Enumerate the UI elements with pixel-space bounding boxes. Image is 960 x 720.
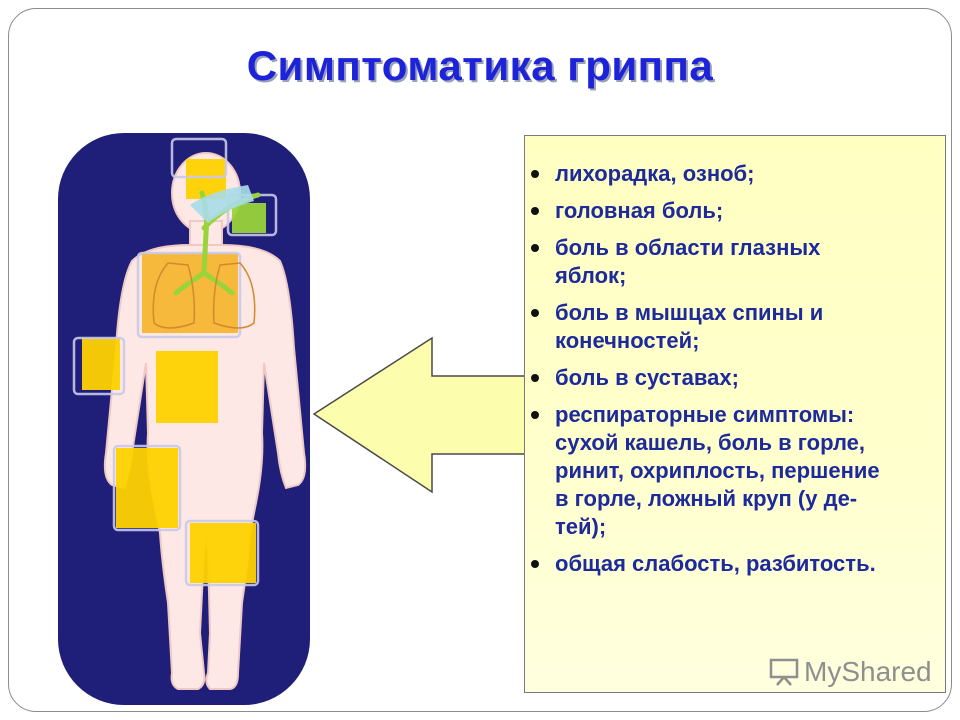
list-item: боль в области глазных яблок;: [525, 234, 945, 290]
bullet-icon: [531, 411, 539, 419]
symptom-text: боль в области глазных яблок;: [555, 235, 821, 288]
symptom-text: головная боль;: [555, 198, 724, 223]
watermark: MyShared: [768, 654, 932, 690]
bullet-icon: [531, 309, 539, 317]
symptoms-panel: лихорадка, озноб; головная боль; боль в …: [524, 135, 946, 693]
list-item: лихорадка, озноб;: [525, 160, 945, 188]
symptom-text: общая слабость, разбитость.: [555, 551, 876, 576]
pointer-arrow: [310, 336, 530, 494]
symptom-text: боль в мышцах спины и конечностей;: [555, 300, 824, 353]
presentation-board-icon: [769, 658, 799, 686]
bullet-icon: [531, 207, 539, 215]
watermark-text: MyShared: [804, 656, 932, 687]
list-item: общая слабость, разбитость.: [525, 550, 945, 578]
bullet-icon: [531, 244, 539, 252]
slide-title: Симптоматика гриппа: [246, 42, 714, 89]
bullet-icon: [531, 374, 539, 382]
human-body-diagram: [58, 133, 310, 705]
bullet-icon: [531, 170, 539, 178]
list-item: боль в суставах;: [525, 364, 945, 392]
list-item: головная боль;: [525, 197, 945, 225]
symptom-text: респираторные симптомы: сухой кашель, бо…: [555, 402, 880, 539]
human-body-icon: [58, 133, 310, 705]
left-arrow-icon: [312, 336, 529, 494]
list-item: респираторные симптомы: сухой кашель, бо…: [525, 401, 945, 541]
bullet-icon: [531, 560, 539, 568]
symptom-text: лихорадка, озноб;: [555, 161, 755, 186]
symptom-text: боль в суставах;: [555, 365, 739, 390]
symptoms-list: лихорадка, озноб; головная боль; боль в …: [525, 136, 945, 578]
list-item: боль в мышцах спины и конечностей;: [525, 299, 945, 355]
